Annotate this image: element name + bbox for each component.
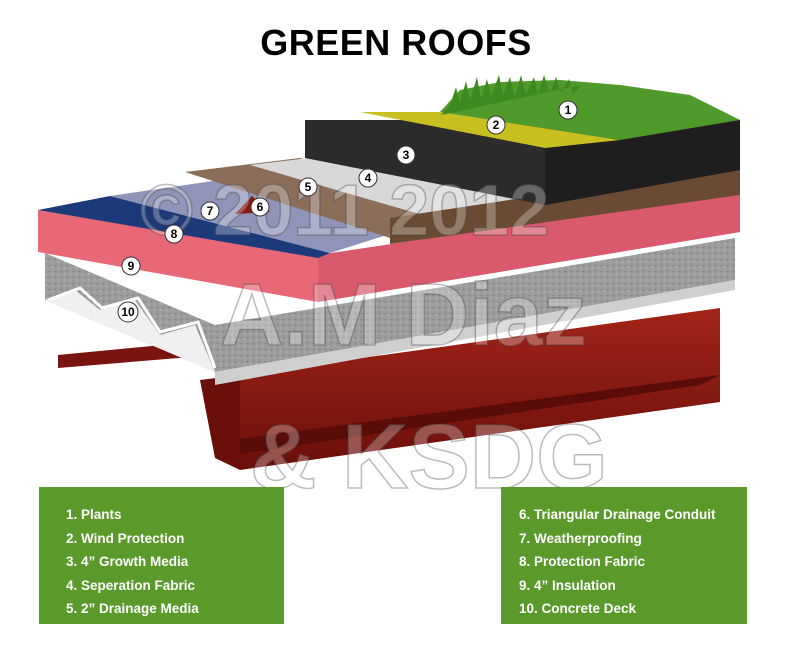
svg-text:7: 7	[207, 204, 214, 218]
callout-1: 1	[558, 100, 578, 120]
concrete-deck-layer	[45, 238, 735, 385]
svg-text:5: 5	[305, 180, 312, 194]
svg-text:10: 10	[121, 305, 135, 319]
legend-item: 6. Triangular Drainage Conduit	[519, 507, 716, 522]
svg-text:A.M Diaz: A.M Diaz	[220, 265, 587, 364]
legend-item: 1. Plants	[66, 507, 122, 522]
legend-left-box: 1. Plants 2. Wind Protection 3. 4” Growt…	[39, 487, 284, 624]
protection-fabric-layer	[110, 180, 390, 253]
weatherproofing-layer	[38, 180, 390, 258]
steel-beam	[58, 308, 720, 470]
legend-left-list: 1. Plants 2. Wind Protection 3. 4” Growt…	[66, 503, 199, 621]
callout-8: 8	[164, 224, 184, 244]
legend-right-list: 6. Triangular Drainage Conduit 7. Weathe…	[519, 503, 716, 621]
legend-item: 5. 2” Drainage Media	[66, 601, 199, 616]
svg-text:3: 3	[403, 148, 410, 162]
callout-7: 7	[200, 201, 220, 221]
svg-text:8: 8	[171, 227, 178, 241]
legend-item: 2. Wind Protection	[66, 530, 185, 546]
callout-10: 10	[117, 301, 139, 323]
page-title: GREEN ROOFS	[260, 22, 532, 63]
callout-4: 4	[358, 168, 378, 188]
svg-text:9: 9	[128, 259, 135, 273]
svg-text:6: 6	[257, 200, 264, 214]
legend-item: 10. Concrete Deck	[519, 601, 637, 616]
callout-3: 3	[396, 145, 416, 165]
svg-text:& KSDG: & KSDG	[250, 406, 608, 508]
svg-text:2: 2	[493, 118, 500, 132]
callout-5: 5	[298, 177, 318, 197]
plants-layer	[440, 75, 740, 140]
legend-item: 7. Weatherproofing	[519, 530, 642, 546]
legend-item: 8. Protection Fabric	[519, 554, 646, 569]
legend-item: 4. Seperation Fabric	[66, 577, 196, 593]
callout-2: 2	[486, 115, 506, 135]
svg-text:4: 4	[365, 171, 372, 185]
legend-item: 3. 4” Growth Media	[66, 554, 189, 569]
separation-fabric-layer	[250, 152, 520, 220]
callout-6: 6	[250, 197, 270, 217]
legend-right-box: 6. Triangular Drainage Conduit 7. Weathe…	[501, 487, 747, 624]
svg-text:1: 1	[565, 103, 572, 117]
callout-9: 9	[121, 256, 141, 276]
legend-item: 9. 4” Insulation	[519, 577, 616, 593]
